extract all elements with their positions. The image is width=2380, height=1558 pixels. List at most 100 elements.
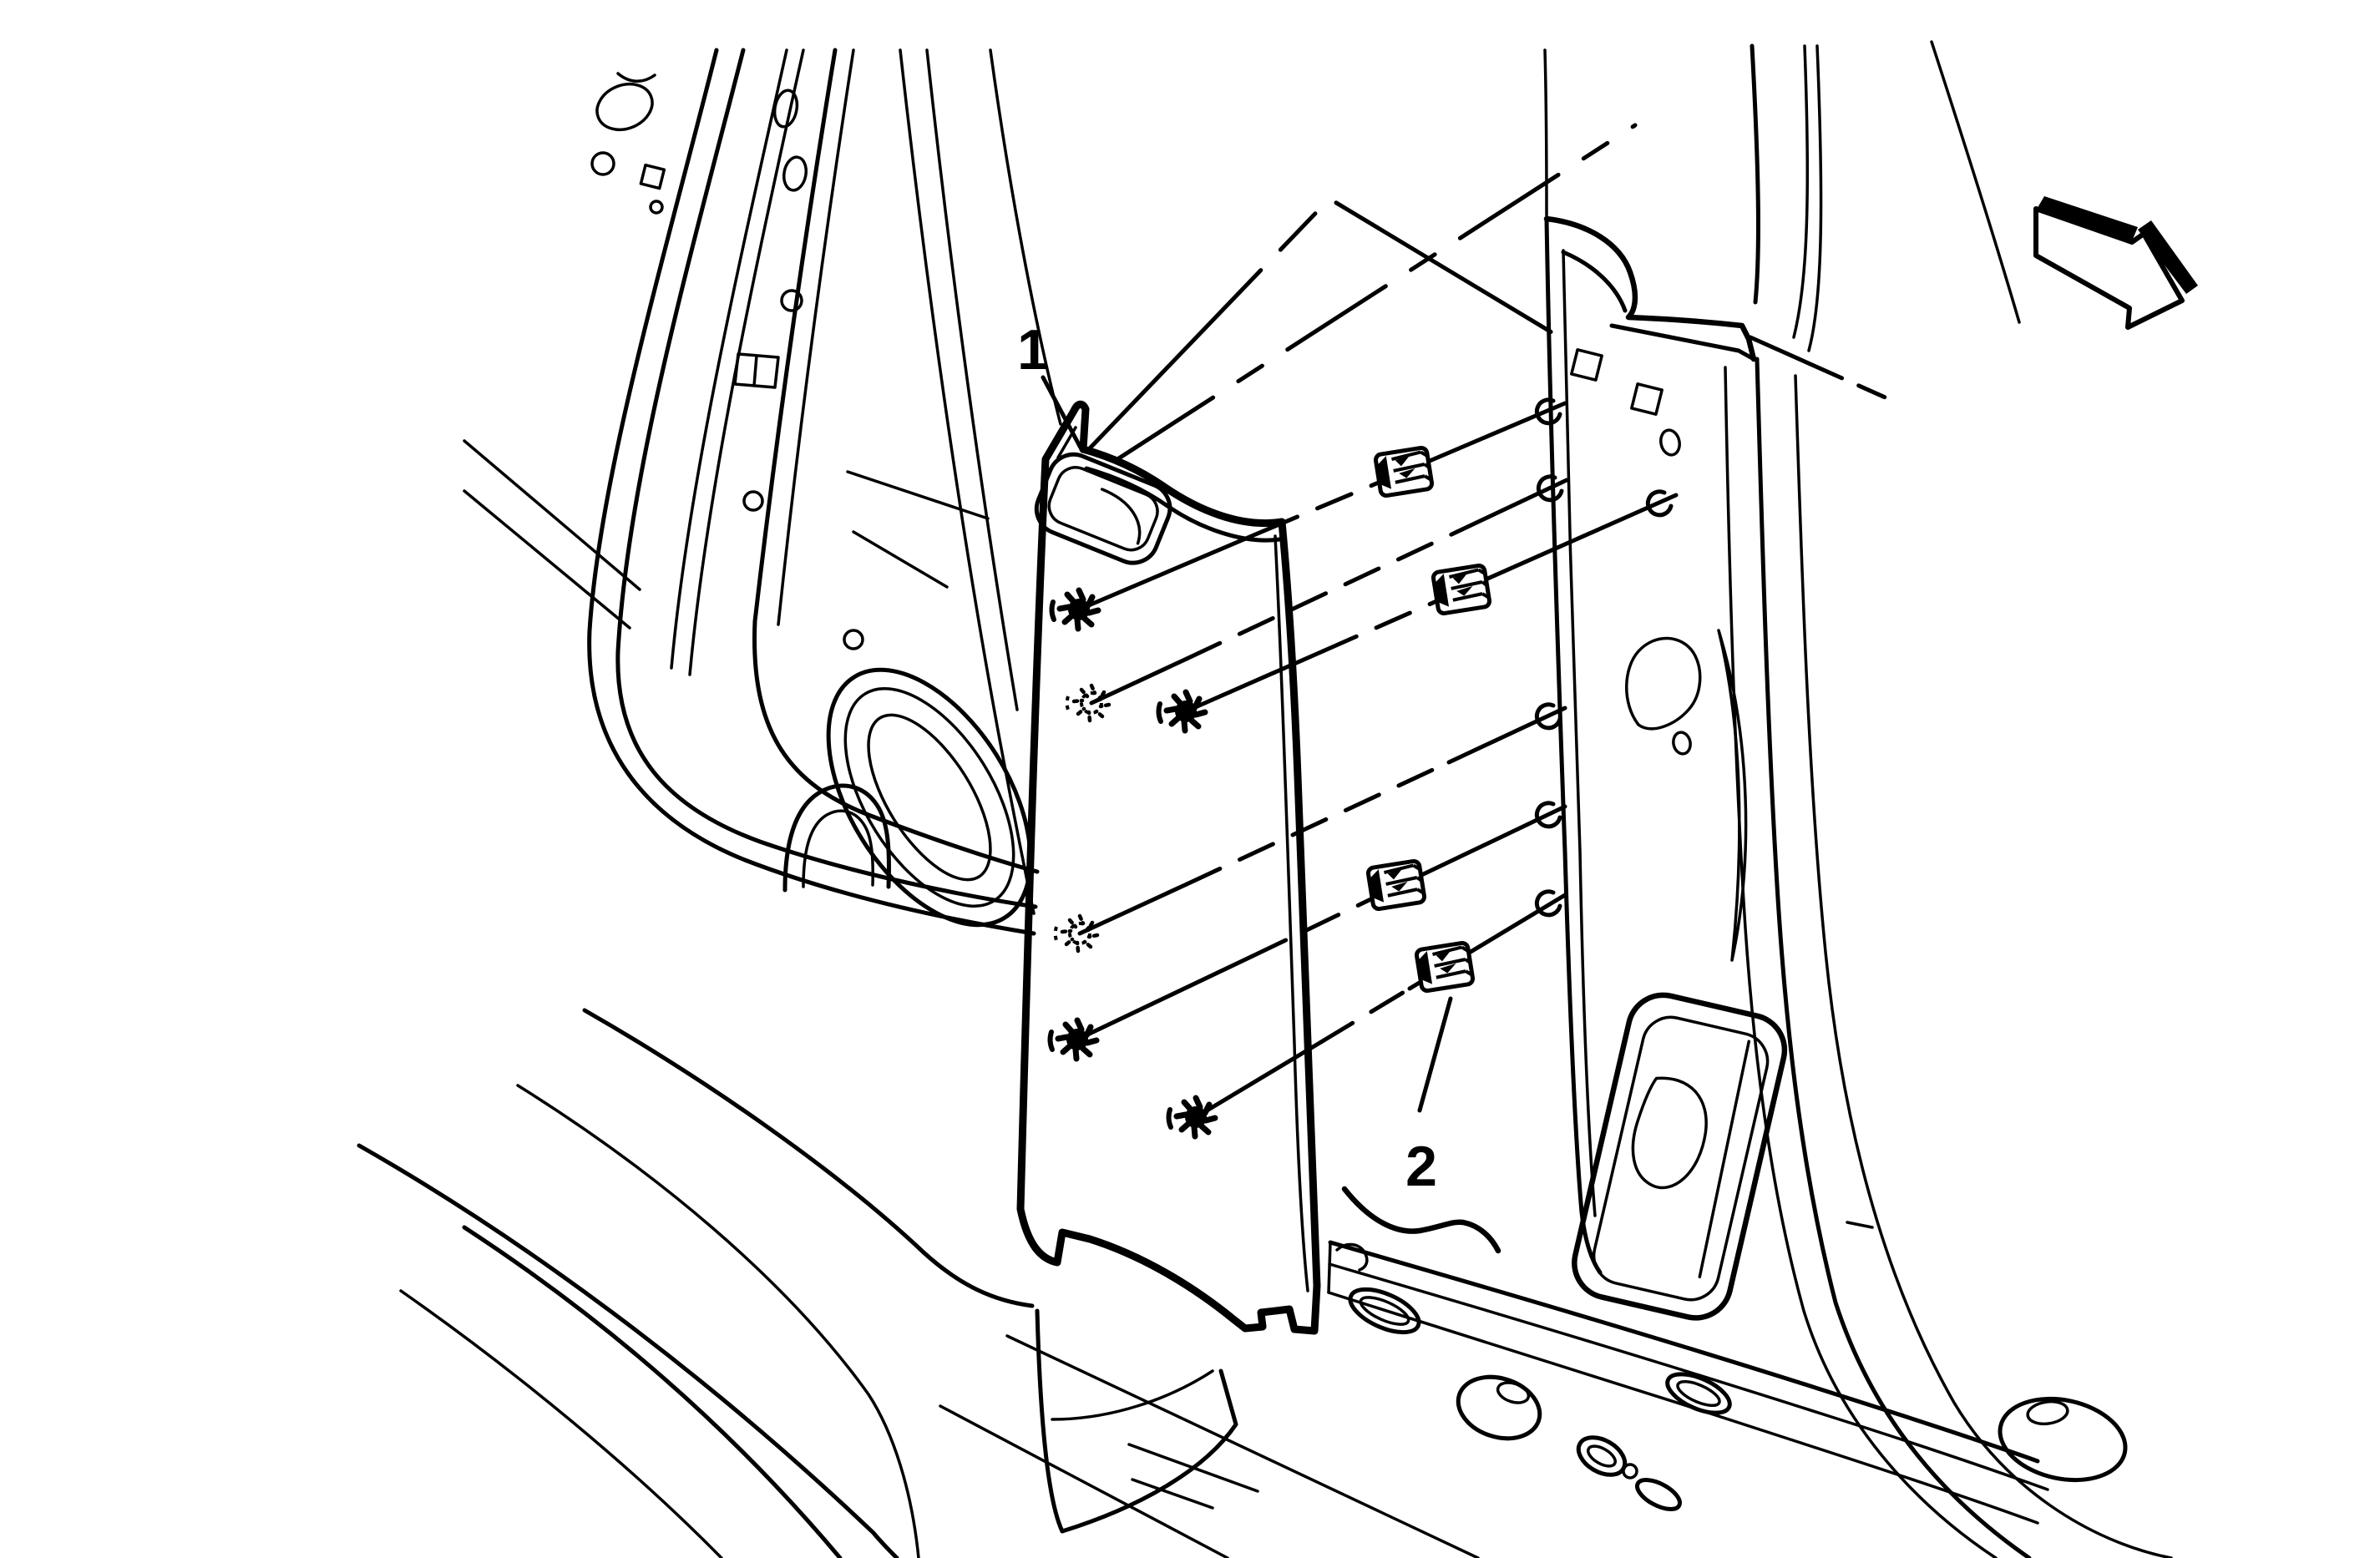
door-opening-line xyxy=(899,48,1036,915)
pillar-base-edge xyxy=(1341,1186,1501,1254)
pillar-seam-line xyxy=(670,48,788,670)
weatherstrip-bulge xyxy=(1717,629,1748,962)
door-edge-line xyxy=(989,48,1062,426)
door-opening-line xyxy=(925,48,1019,711)
sill-line xyxy=(1328,1262,2049,1491)
left-pillar-structure xyxy=(587,48,1062,936)
sill-oval-hole xyxy=(1665,1372,1732,1415)
trim-panel-pull-cup xyxy=(1034,452,1172,565)
floor-grommet xyxy=(1456,1374,1542,1441)
panel-clip xyxy=(1159,692,1205,731)
panel-clip xyxy=(1169,1098,1215,1136)
pillar-side-line xyxy=(1755,357,2032,1558)
floor-slot xyxy=(1576,1435,1628,1477)
pillar-side-line xyxy=(1794,374,2173,1558)
pillar-hole xyxy=(772,89,799,129)
anchor-arch-bracket xyxy=(782,783,891,893)
rocker-line xyxy=(463,439,641,630)
striker-seam-line xyxy=(846,470,990,589)
belt-guide-bracket xyxy=(1543,215,1757,362)
callout-2-label: 2 xyxy=(1405,1135,1437,1198)
pillar-hole xyxy=(595,82,654,132)
pillar-edge-line xyxy=(777,48,855,626)
quarter-panel-oval-recess xyxy=(826,667,1033,928)
floor-mat-edge xyxy=(582,1008,1035,1308)
pillar-face-edge-inner xyxy=(1562,249,1597,1217)
rocker-band-line xyxy=(462,1225,843,1558)
trim-panel-right-inner-line xyxy=(1274,534,1309,1292)
floor-sill xyxy=(1327,1186,2128,1525)
floor-seam xyxy=(939,1404,1229,1558)
pillar-face-edge xyxy=(1544,216,1603,1275)
under-panel-bracket-inner xyxy=(1051,1369,1214,1421)
pillar-hole xyxy=(1659,428,1681,457)
retainer-clip xyxy=(1432,564,1490,614)
trim-panel-top-inner-line xyxy=(1084,466,1282,543)
pillar-hole xyxy=(649,200,664,215)
pillar-top-edge xyxy=(1792,44,1810,339)
projection-lines xyxy=(1085,123,1891,463)
trim-panel xyxy=(1016,400,1321,1335)
retainer-line xyxy=(1089,478,1569,706)
callout-1-leader xyxy=(1041,375,1085,453)
pillar-hole-square xyxy=(1570,348,1603,382)
retainer-clip xyxy=(1367,860,1425,909)
sill-tab xyxy=(1335,1242,1369,1272)
sill-top-edge xyxy=(1328,1240,2040,1464)
pillar-left-top-edge xyxy=(1543,48,1548,217)
belt-guide-band-bottom xyxy=(1609,323,1756,362)
arrow-extrusion-top xyxy=(2036,196,2138,243)
floor-grommet-cap xyxy=(2026,1399,2069,1426)
retainer-clip xyxy=(1415,942,1473,991)
retainer-line xyxy=(1077,706,1567,936)
floor-grommet xyxy=(1998,1396,2128,1483)
pillar-hole xyxy=(1672,731,1692,756)
direction-arrow-icon xyxy=(2033,196,2198,330)
floor-grommet-inner xyxy=(1496,1381,1531,1404)
sill-line xyxy=(1327,1291,2039,1525)
pillar-base-opening xyxy=(1572,992,1788,1321)
sill-end-cap xyxy=(1327,1241,1332,1294)
retainer-line-hidden xyxy=(1184,760,1451,887)
under-panel-bracket xyxy=(1035,1308,1238,1534)
pillar-hole xyxy=(843,629,864,650)
pillar-top-edge xyxy=(1807,44,1823,352)
arrow-extrusion-head xyxy=(2138,220,2198,294)
floor-slot-hole xyxy=(1622,1463,1638,1480)
top-notch xyxy=(616,72,656,83)
pillar-hole xyxy=(590,151,615,176)
retainer-line-hidden xyxy=(1250,893,1382,959)
curve-tick xyxy=(1846,1221,1874,1229)
panel-clip-ghost xyxy=(1056,916,1097,951)
retainer-line xyxy=(1183,493,1679,714)
rocker-band-line xyxy=(399,1289,723,1558)
pillar-hole xyxy=(742,490,764,512)
callout-2: 2 xyxy=(1405,996,1453,1198)
rocker-and-floor-left xyxy=(357,439,1480,1558)
pillar-edge-line xyxy=(615,48,1038,909)
retainer-rows xyxy=(1075,401,1679,1120)
anchor-arch-bracket-inner xyxy=(802,809,874,888)
retainer-line-hidden xyxy=(1319,986,1412,1045)
panel-clip xyxy=(1052,590,1098,629)
pillar-edge-line xyxy=(752,48,1040,874)
callout-2-leader xyxy=(1417,996,1453,1113)
pillar-hole-square xyxy=(1630,382,1663,416)
floor-slot xyxy=(1635,1478,1682,1511)
sill-oval-hole-inner xyxy=(1359,1296,1410,1326)
projection-line xyxy=(1748,335,1891,402)
pillar-hole xyxy=(782,155,808,192)
projection-line xyxy=(1085,196,1554,453)
pillar-teardrop-hole xyxy=(1625,636,1702,731)
retainer-clip xyxy=(1375,447,1432,496)
floor-slot-inner xyxy=(1587,1444,1617,1468)
door-rear-edge xyxy=(1930,40,2021,324)
pillar-edge-line xyxy=(587,48,1036,936)
sill-oval-hole-inner xyxy=(1676,1379,1721,1408)
panel-clip-ghost xyxy=(1067,685,1109,721)
projection-line xyxy=(1112,123,1638,463)
retainer-line-hidden xyxy=(1184,527,1465,661)
floor-seam xyxy=(1005,1334,1480,1558)
